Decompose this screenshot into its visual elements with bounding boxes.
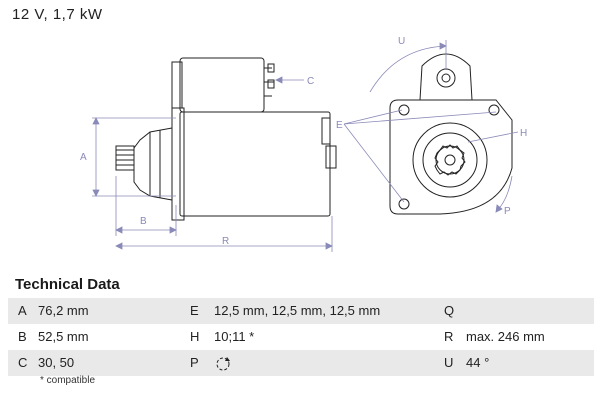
spec-row: B 52,5 mm H 10;11 * R max. 246 mm (8, 324, 594, 350)
spec-key: B (18, 329, 27, 344)
dim-label-h: H (520, 128, 527, 139)
dim-label-b: B (140, 216, 147, 227)
footnote: * compatible (40, 375, 96, 386)
dim-label-r: R (222, 236, 229, 247)
dim-label-c: C (307, 76, 314, 87)
dim-label-a: A (80, 152, 87, 163)
spec-row: C 30, 50 P U 44 ° (8, 350, 594, 376)
end-view-outer-ring (412, 122, 488, 198)
spec-key: H (190, 329, 200, 344)
product-title: 12 V, 1,7 kW (12, 6, 103, 23)
spec-value (214, 350, 232, 376)
spec-key: Q (444, 303, 455, 318)
spec-key: E (190, 303, 199, 318)
dim-label-e: E (336, 120, 343, 131)
spec-value: 30, 50 (38, 355, 75, 370)
spec-value: 76,2 mm (38, 303, 89, 318)
spec-key: U (444, 355, 454, 370)
spec-value: 44 ° (466, 355, 490, 370)
dim-label-p: P (504, 206, 511, 217)
spec-key: C (18, 355, 28, 370)
dim-label-u: U (398, 36, 405, 47)
spec-row: A 76,2 mm E 12,5 mm, 12,5 mm, 12,5 mm Q (8, 298, 594, 324)
spec-key: P (190, 355, 199, 370)
spec-key: A (18, 303, 27, 318)
pinion-gear (115, 145, 135, 171)
solenoid-body (179, 57, 265, 113)
technical-data-heading: Technical Data (15, 276, 120, 293)
end-view-housing (389, 99, 513, 215)
clockwise-rotation-icon (216, 356, 230, 371)
spec-value: 12,5 mm, 12,5 mm, 12,5 mm (214, 303, 381, 318)
spec-key: R (444, 329, 454, 344)
spec-value: max. 246 mm (466, 329, 545, 344)
motor-flange (171, 107, 185, 221)
spec-value: 10;11 * (214, 329, 255, 344)
motor-housing (179, 111, 331, 217)
spec-value: 52,5 mm (38, 329, 89, 344)
starter-motor-drawing: A B R C E H P U (80, 36, 527, 252)
